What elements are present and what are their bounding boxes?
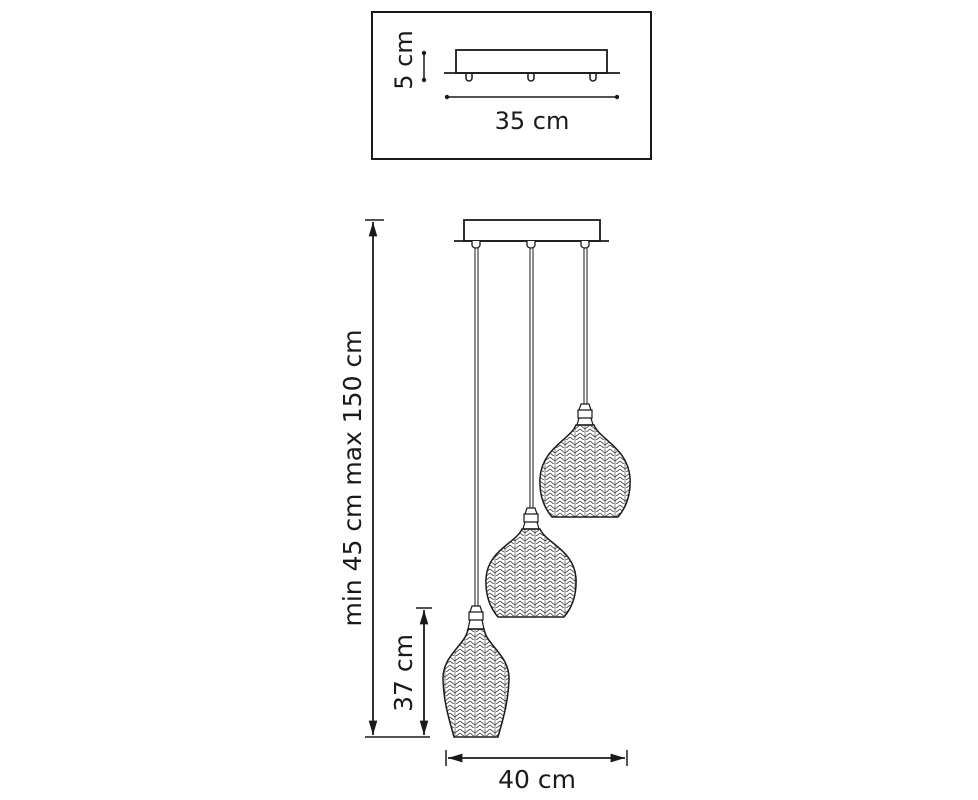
total-height-label: min 45 cm max 150 cm: [338, 329, 367, 626]
canopy-width-label: 35 cm: [495, 107, 570, 135]
pendant-shade-middle: [485, 507, 577, 618]
suspension-wires: [474, 248, 588, 606]
canopy-view-panel: 5 cm 35 cm: [371, 11, 652, 160]
height-dimension-line: [421, 50, 427, 83]
total-height-dimension: [365, 219, 430, 738]
total-width-label: 40 cm: [498, 765, 576, 794]
shade-height-dimension: [416, 607, 432, 735]
canopy-plate: [455, 49, 608, 74]
total-width-dimension: [445, 750, 628, 766]
pendant-shade-right: [539, 403, 631, 518]
width-dimension-line: [444, 94, 620, 100]
shade-height-label: 37 cm: [389, 634, 418, 712]
canopy-height-label: 5 cm: [390, 30, 418, 89]
pendant-shade-left: [442, 605, 510, 738]
canopy: [454, 219, 609, 249]
